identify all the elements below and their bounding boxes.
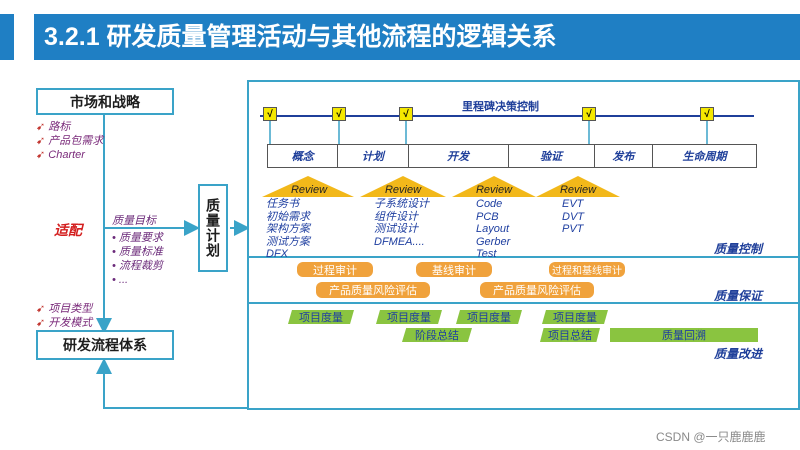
section-divider <box>247 256 800 258</box>
phase-lifecycle: 生命周期 <box>682 151 727 163</box>
review-label: Review <box>384 184 422 196</box>
milestone-check-icon: √ <box>700 107 714 121</box>
review-triangle <box>536 176 620 197</box>
review-label: Review <box>475 184 513 196</box>
milestone-line <box>260 115 754 117</box>
title-bar <box>34 14 800 60</box>
quality-goal-list: • 质量要求 • 质量标准 • 流程裁剪 • ... <box>112 231 163 287</box>
list-item: ➹ Charter <box>36 149 85 161</box>
section-divider <box>247 302 800 304</box>
project-items-list: ➹ 项目类型 ➹ 开发模式 <box>36 302 92 330</box>
assurance-pill: 基线审计 <box>416 262 492 277</box>
quality-goal-heading: 质量目标 <box>112 215 156 227</box>
list-item: ➹ 产品包需求 <box>36 135 104 147</box>
improve-pill: 项目度量 <box>288 310 354 324</box>
improve-pill: 项目度量 <box>542 310 608 324</box>
arrow-bullet-icon: ➹ <box>36 135 49 147</box>
milestone-check-icon: √ <box>332 107 346 121</box>
arrow-bullet-icon: ➹ <box>36 149 49 161</box>
assurance-pill: 过程审计 <box>297 262 373 277</box>
market-strategy-label: 市场和战略 <box>70 93 140 110</box>
improve-pill: 项目度量 <box>376 310 442 324</box>
milestone-check-icon: √ <box>263 107 277 121</box>
assurance-pill: 过程和基线审计 <box>549 262 625 277</box>
assurance-pill: 产品质量风险评估 <box>480 282 594 298</box>
milestone-check-icon: √ <box>582 107 596 121</box>
phase-release: 发布 <box>595 145 654 167</box>
review-triangle <box>360 176 446 197</box>
list-item: • 质量标准 <box>112 246 163 258</box>
dev-process-box: 研发流程体系 <box>36 330 174 360</box>
review-triangle <box>262 176 354 197</box>
milestone-check-icon: √ <box>399 107 413 121</box>
phase-bar: 概念 计划 开发 验证 发布 生命周期 <box>267 144 757 168</box>
phase-concept: 概念 <box>268 145 339 167</box>
arrow-bullet-icon: ➹ <box>36 303 49 315</box>
list-item: ➹ 开发模式 <box>36 317 93 329</box>
list-item: • 流程裁剪 <box>112 260 163 272</box>
market-items-list: ➹ 路标 ➹ 产品包需求 ➹ Charter <box>36 120 103 162</box>
improve-pill: 项目度量 <box>456 310 522 324</box>
phase-verify: 验证 <box>509 145 595 167</box>
improve-pill: 项目总结 <box>540 328 600 342</box>
adapt-label: 适配 <box>54 222 82 238</box>
phase-develop: 开发 <box>409 145 509 167</box>
section-quality-assurance: 质量保证 <box>714 289 763 303</box>
review-triangle <box>452 176 536 197</box>
quality-plan-box: 质量计划 <box>198 184 228 272</box>
arrow-bullet-icon: ➹ <box>36 317 49 329</box>
list-item: ➹ 路标 <box>36 121 71 133</box>
watermark: CSDN @一只鹿鹿鹿 <box>656 430 766 444</box>
quality-plan-label: 质量计划 <box>205 198 221 258</box>
improve-pill: 质量回溯 <box>610 328 758 342</box>
review-label: Review <box>290 184 328 196</box>
phase-plan: 计划 <box>338 145 409 167</box>
milestone-label: 里程碑决策控制 <box>462 101 539 113</box>
page-title: 3.2.1 研发质量管理活动与其他流程的逻辑关系 <box>44 23 557 51</box>
improve-pill: 阶段总结 <box>402 328 472 342</box>
section-quality-control: 质量控制 <box>714 242 763 256</box>
review-label: Review <box>559 184 597 196</box>
section-quality-improvement: 质量改进 <box>714 347 763 361</box>
list-item: • ... <box>112 274 129 286</box>
title-accent-bar <box>0 14 14 60</box>
arrow-bullet-icon: ➹ <box>36 121 49 133</box>
list-item: • 质量要求 <box>112 232 163 244</box>
market-strategy-box: 市场和战略 <box>36 88 174 115</box>
dev-process-label: 研发流程体系 <box>63 337 147 353</box>
list-item: ➹ 项目类型 <box>36 303 93 315</box>
assurance-pill: 产品质量风险评估 <box>316 282 430 298</box>
